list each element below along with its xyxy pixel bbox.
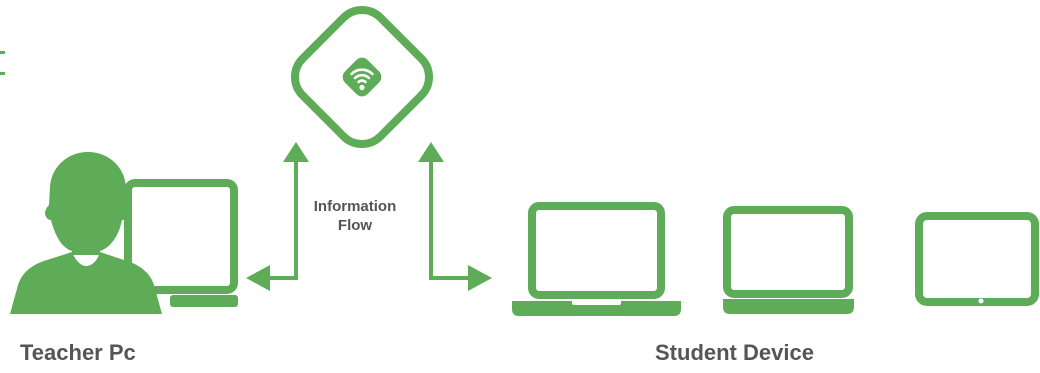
- information-flow-label: Information Flow: [300, 197, 410, 235]
- laptop-icon-1: [512, 202, 681, 316]
- person-icon: [10, 152, 162, 314]
- arrow-to-students: [418, 142, 492, 291]
- laptop-icon-2: [723, 206, 854, 314]
- teacher-pc-label: Teacher Pc: [20, 340, 136, 365]
- student-device-label: Student Device: [655, 340, 814, 365]
- arrow-to-teacher: [246, 142, 309, 291]
- tablet-icon: [915, 212, 1039, 306]
- wifi-router-icon: [290, 5, 434, 149]
- flow-label-line1: Information: [313, 198, 397, 215]
- monitor-icon: [124, 179, 238, 307]
- edge-fragment-icon: [0, 51, 5, 75]
- flow-label-line2: Flow: [337, 217, 373, 234]
